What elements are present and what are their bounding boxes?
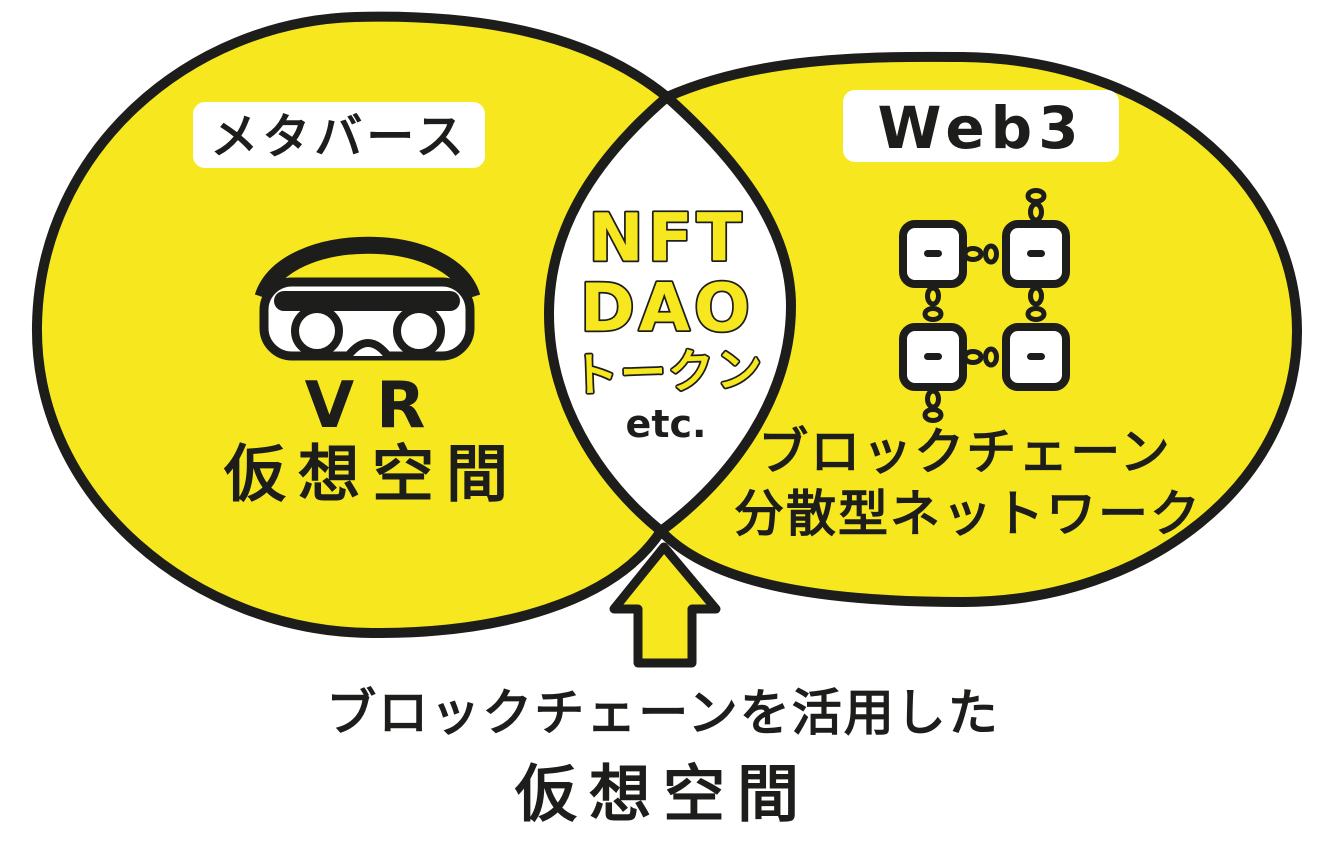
web3-label-box [843,90,1119,162]
caption-line2: 仮想空間 [514,758,811,831]
vr-headset-nose-notch [344,339,392,359]
overlap-lens [544,92,796,536]
virtual-space-text: 仮想空間 [223,438,520,511]
vr-headset-visor [274,291,460,311]
dao-text: DAO [580,270,754,347]
vr-headset-lens-left [291,305,343,357]
nft-text: NFT [588,200,745,277]
vr-headset-icon [254,236,481,361]
vr-text: VR [305,369,448,443]
web3-label: Web3 [877,94,1084,162]
vr-headset-strap-inner [259,241,476,299]
distributed-network-text: 分散型ネットワーク [734,485,1202,543]
metaverse-label: メタバース [210,109,468,165]
blockchain-icon [899,188,1070,423]
metaverse-label-box [193,102,485,168]
up-arrow-icon [609,542,721,668]
token-text: トークン [571,342,765,403]
blockchain-text: ブロックチェーン [758,423,1172,481]
blockchain-blocks [899,220,1070,391]
etc-text: etc. [626,402,707,446]
vr-headset-lens-right [393,305,445,357]
caption-line1: ブロックチェーンを活用した [326,684,1000,742]
